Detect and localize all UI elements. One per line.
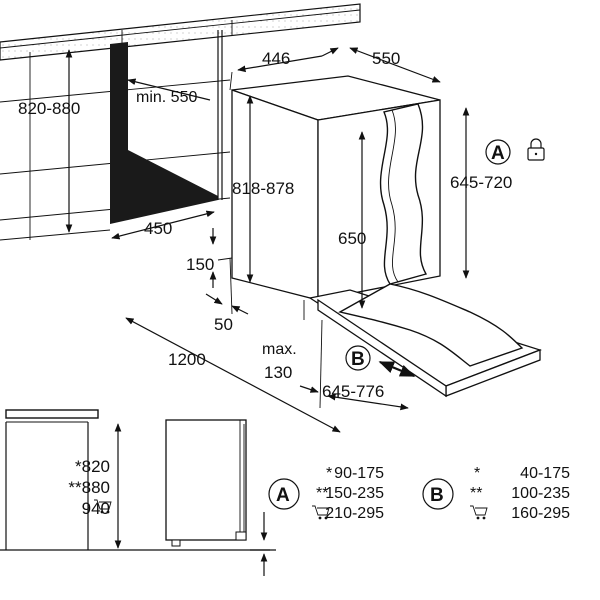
niche-height-dimension: 818-878 bbox=[232, 95, 294, 283]
cabinet-height-dimension: 820-880 bbox=[18, 49, 80, 233]
opened-door bbox=[338, 283, 524, 367]
table-a-value-3: 210-295 bbox=[325, 505, 384, 522]
side-view-dishwasher bbox=[0, 419, 276, 576]
dim-max-130: max. 130 bbox=[262, 300, 319, 393]
table-b-value-3: 160-295 bbox=[511, 505, 570, 522]
table-b-letter: B bbox=[430, 485, 444, 506]
marker-b-slide: B bbox=[345, 345, 416, 378]
height-3-label: 940 bbox=[82, 499, 110, 518]
dim-150: 150 bbox=[186, 228, 233, 288]
dim-50: 50 bbox=[205, 293, 249, 334]
table-b: B * 40-175 ** 100-235 160-295 bbox=[422, 465, 570, 522]
min-depth-label: min. 550 bbox=[136, 89, 197, 106]
dim-max-label: max. bbox=[262, 341, 297, 358]
depth-450-dimension: 450 bbox=[111, 210, 215, 240]
table-a-mark-2: ** bbox=[316, 485, 328, 502]
marker-a-letter: A bbox=[491, 143, 505, 164]
min-depth-dimension: min. 550 bbox=[127, 78, 211, 106]
countertop bbox=[0, 3, 361, 61]
niche-height-label: 818-878 bbox=[232, 179, 294, 198]
dim-50-label: 50 bbox=[214, 315, 233, 334]
depth-550-label: 550 bbox=[372, 49, 400, 68]
width-446-dimension: 446 bbox=[229, 47, 339, 91]
cabinet-height-label: 820-880 bbox=[18, 99, 80, 118]
table-a-mark-1: * bbox=[326, 465, 332, 482]
dim-150-label: 150 bbox=[186, 255, 214, 274]
door-height-650-dimension: 650 bbox=[338, 131, 366, 309]
cart-icon bbox=[312, 505, 330, 520]
table-b-value-1: 40-175 bbox=[520, 465, 570, 482]
depth-450-label: 450 bbox=[144, 219, 172, 238]
niche-side-panel bbox=[110, 42, 218, 224]
door-height-a-dimension: 645-720 bbox=[450, 107, 512, 279]
table-a-letter: A bbox=[276, 485, 290, 506]
marker-a-lock: A bbox=[485, 138, 545, 165]
width-446-label: 446 bbox=[262, 49, 290, 68]
dim-1200: 1200 bbox=[125, 257, 341, 433]
lock-icon bbox=[527, 138, 545, 161]
cart-icon bbox=[470, 505, 488, 520]
height-1-label: *820 bbox=[75, 457, 110, 476]
door-height-650-label: 650 bbox=[338, 229, 366, 248]
dim-130-label: 130 bbox=[264, 363, 292, 382]
table-b-mark-1: * bbox=[474, 465, 480, 482]
table-a: A * 90-175 ** 150-235 210-295 bbox=[268, 465, 384, 522]
door-height-a-label: 645-720 bbox=[450, 173, 512, 192]
table-a-value-1: 90-175 bbox=[334, 465, 384, 482]
table-a-value-2: 150-235 bbox=[325, 485, 384, 502]
door-panel bbox=[379, 103, 428, 285]
height-2-label: **880 bbox=[68, 478, 110, 497]
depth-550-dimension: 550 bbox=[349, 47, 441, 83]
side-view-cabinet bbox=[5, 409, 99, 550]
cart-icon bbox=[94, 499, 112, 514]
heights-dimension: *820 **880 940 bbox=[68, 423, 122, 549]
door-b-dimension: 645-776 bbox=[322, 382, 409, 411]
table-b-mark-2: ** bbox=[470, 485, 482, 502]
marker-b-letter: B bbox=[351, 349, 365, 370]
dim-1200-label: 1200 bbox=[168, 350, 206, 369]
door-b-label: 645-776 bbox=[322, 382, 384, 401]
table-b-value-2: 100-235 bbox=[511, 485, 570, 502]
